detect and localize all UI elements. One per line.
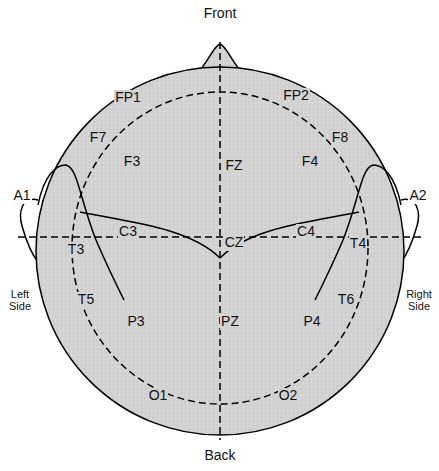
electrode-label: FP1 [114,90,142,105]
electrode-label: C3 [118,224,138,239]
electrode-label: T6 [337,292,355,307]
electrode-label: FP2 [282,88,310,103]
direction-label: A1 [12,188,31,203]
electrode-label: C4 [296,224,316,239]
direction-label: Back [203,448,236,463]
electrode-label: T5 [77,292,95,307]
electrode-label: F3 [123,154,141,169]
direction-label: Front [203,6,238,21]
left-curve [80,212,220,258]
side-label: Left Side [2,288,38,312]
electrode-label: F8 [331,130,349,145]
electrode-ring [72,92,368,404]
electrode-label: P3 [126,314,145,329]
electrode-label: F4 [301,154,319,169]
electrode-label: F7 [89,130,107,145]
right-ear-arc [315,165,401,300]
electrode-label: CZ [224,235,245,250]
electrode-label: T3 [67,242,85,257]
left-ear-arc [38,165,124,300]
side-label: Right Side [401,288,437,312]
sagittal-line [219,42,221,440]
electrode-label: P4 [302,314,321,329]
electrode-label: PZ [220,314,240,329]
right-curve [220,212,359,258]
electrode-label: O2 [278,388,299,403]
electrode-label: O1 [148,388,169,403]
electrode-label: T4 [349,236,367,251]
electrode-label: FZ [224,158,243,173]
direction-label: A2 [408,188,427,203]
